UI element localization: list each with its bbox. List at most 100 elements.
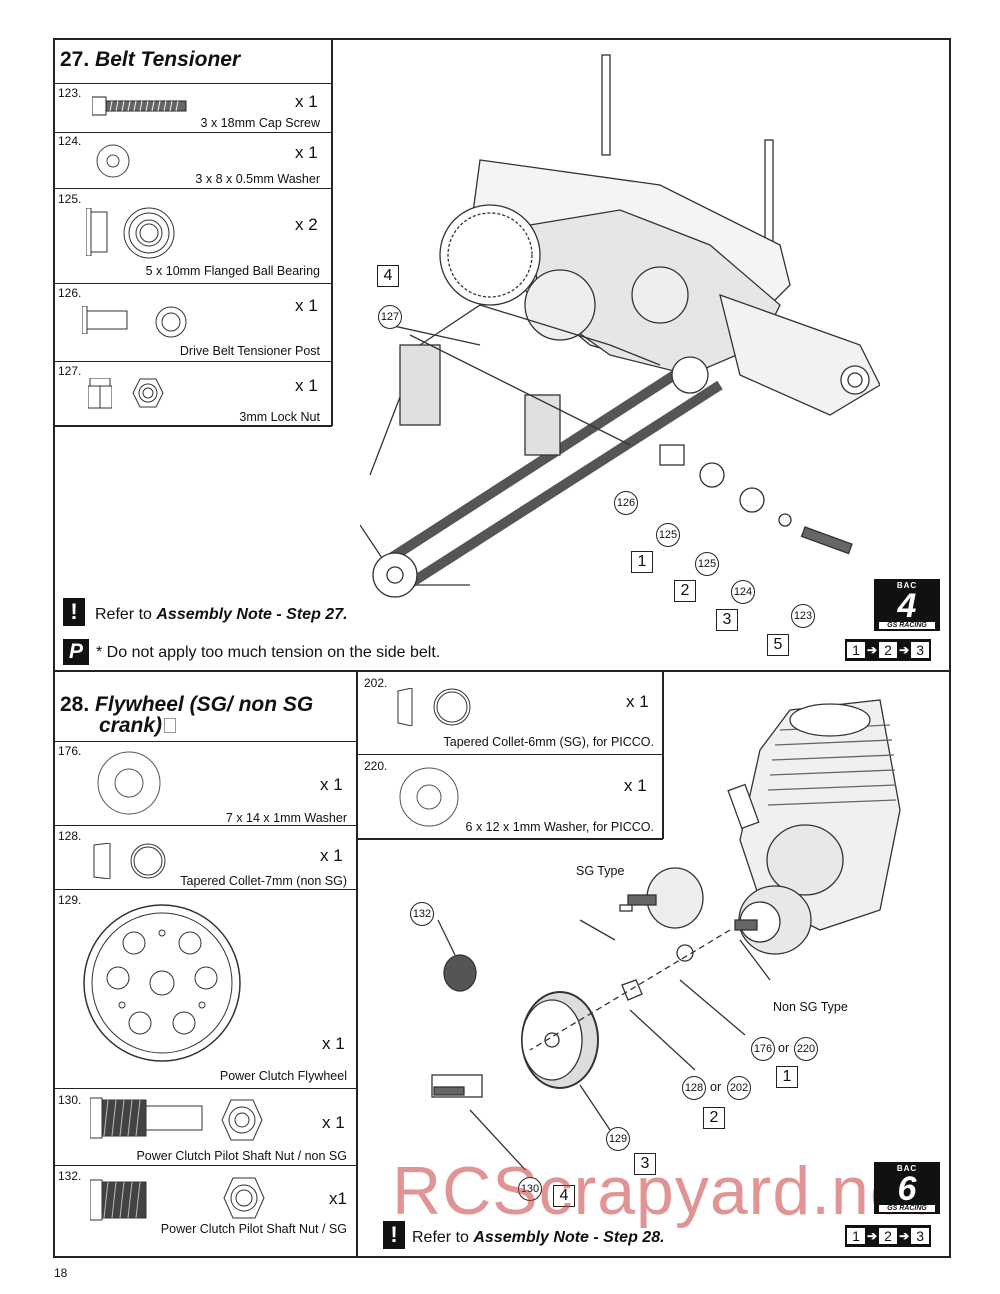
part-description: 3mm Lock Nut (239, 410, 320, 424)
pilot-shaft-nut-icon (90, 1097, 203, 1139)
quantity: x 2 (295, 215, 318, 234)
quantity: x 1 (322, 1113, 345, 1132)
pro-tip-icon: P (63, 639, 89, 665)
sequence-indicator: 1➔2➔3 (845, 639, 932, 661)
part-number: 125. (58, 192, 82, 206)
part-number: 220. (364, 759, 388, 773)
right-table-border-right (662, 672, 664, 839)
lock-nut-front-icon (132, 378, 164, 408)
part-description: Power Clutch Flywheel (219, 1069, 347, 1083)
quantity: x 1 (624, 776, 647, 795)
row-divider (53, 889, 357, 890)
row-divider (53, 1088, 357, 1089)
step-box: 2 (674, 580, 696, 602)
or-label: or (778, 1041, 790, 1055)
row-divider (53, 825, 357, 826)
part-number: 129. (58, 893, 82, 907)
step-box: 2 (703, 1107, 725, 1129)
sequence-indicator: 1➔2➔3 (845, 1225, 932, 1247)
part-description: 3 x 8 x 0.5mm Washer (195, 172, 320, 186)
assembly-note: Refer to Assembly Note - Step 28. (412, 1229, 665, 1246)
row-divider (53, 361, 332, 362)
pilot-shaft-nut-sg-icon (90, 1179, 147, 1221)
lock-nut-side-icon (88, 378, 112, 409)
quantity: x1 (329, 1189, 347, 1208)
part-description: Tapered Collet-7mm (non SG) (180, 874, 347, 888)
part-callout: 124 (731, 580, 755, 604)
quantity: x 1 (322, 1034, 345, 1053)
chassis-belt-diagram (360, 54, 880, 598)
part-callout: 125 (656, 523, 680, 547)
part-callout: 123 (791, 604, 815, 628)
part-callout: 202 (727, 1076, 751, 1100)
cap-screw-icon (92, 96, 187, 116)
part-description: 3 x 18mm Cap Screw (200, 116, 320, 130)
part-callout: 125 (695, 552, 719, 576)
part-callout: 129 (606, 1127, 630, 1151)
quantity: x 1 (626, 692, 649, 711)
part-number: 123. (58, 86, 82, 100)
section-divider (53, 670, 951, 672)
left-table-border-right (356, 672, 358, 1258)
tensioner-post-icon (82, 306, 128, 334)
step-box: 5 (767, 634, 789, 656)
tapered-collet-icon (93, 843, 166, 879)
engine-flywheel-diagram (431, 699, 901, 1170)
part-description: Power Clutch Pilot Shaft Nut / non SG (136, 1149, 347, 1163)
part-description: 6 x 12 x 1mm Washer, for PICCO. (465, 820, 654, 834)
flanged-bearing-front-icon (123, 207, 175, 259)
part-callout: 126 (614, 491, 638, 515)
step-box: 4 (553, 1185, 575, 1207)
row-divider (356, 754, 663, 755)
step-box: 4 (377, 265, 399, 287)
part-number: 130. (58, 1093, 82, 1107)
part-callout: 130 (518, 1177, 542, 1201)
part-number: 124. (58, 134, 82, 148)
washer-icon (96, 144, 130, 178)
pilot-shaft-nut-sg-front-icon (223, 1177, 265, 1219)
part-number: 176. (58, 744, 82, 758)
part-description: 7 x 14 x 1mm Washer (225, 811, 347, 825)
row-divider (53, 283, 332, 284)
assembly-note: Refer to Assembly Note - Step 27. (95, 606, 348, 623)
part-description: Power Clutch Pilot Shaft Nut / SG (160, 1222, 347, 1236)
part-number: 126. (58, 286, 82, 300)
flywheel-icon (83, 904, 241, 1062)
part-callout: 132 (410, 902, 434, 926)
washer-6mm-icon (399, 767, 459, 827)
quantity: x 1 (320, 775, 343, 794)
page-frame (53, 38, 951, 1258)
watermark: RCScrapyard.net (392, 1153, 929, 1229)
row-divider (53, 188, 332, 189)
pilot-shaft-nut-front-icon (221, 1099, 263, 1141)
row-divider (53, 83, 332, 84)
step-27-title: 27. Belt Tensioner (60, 48, 241, 71)
part-number: 202. (364, 676, 388, 690)
quantity: x 1 (295, 376, 318, 395)
warning-icon: ! (63, 598, 85, 626)
right-table-border-bottom (356, 838, 663, 840)
step-box: 1 (776, 1066, 798, 1088)
step-box: 3 (634, 1153, 656, 1175)
step-box: 1 (631, 551, 653, 573)
tension-tip: * Do not apply too much tension on the s… (96, 644, 441, 661)
part-number: 128. (58, 829, 82, 843)
warning-icon: ! (383, 1221, 405, 1249)
part-description: Tapered Collet-6mm (SG), for PICCO. (443, 735, 654, 749)
part-description: 5 x 10mm Flanged Ball Bearing (145, 264, 320, 278)
flanged-bearing-side-icon (86, 208, 108, 256)
sg-type-label: SG Type (576, 864, 625, 878)
part-callout: 176 (751, 1037, 775, 1061)
quantity: x 1 (295, 92, 318, 111)
row-divider (53, 741, 357, 742)
quantity: x 1 (295, 296, 318, 315)
part-description: Drive Belt Tensioner Post (179, 344, 320, 358)
tensioner-post-front-icon (155, 306, 187, 338)
washer-icon (97, 751, 161, 815)
row-divider (53, 132, 332, 133)
quantity: x 1 (295, 143, 318, 162)
parts-table-border-right (331, 38, 333, 426)
non-sg-type-label: Non SG Type (773, 1000, 848, 1014)
quantity: x 1 (320, 846, 343, 865)
bac-badge: BAC 4 GS RACING (874, 579, 940, 631)
